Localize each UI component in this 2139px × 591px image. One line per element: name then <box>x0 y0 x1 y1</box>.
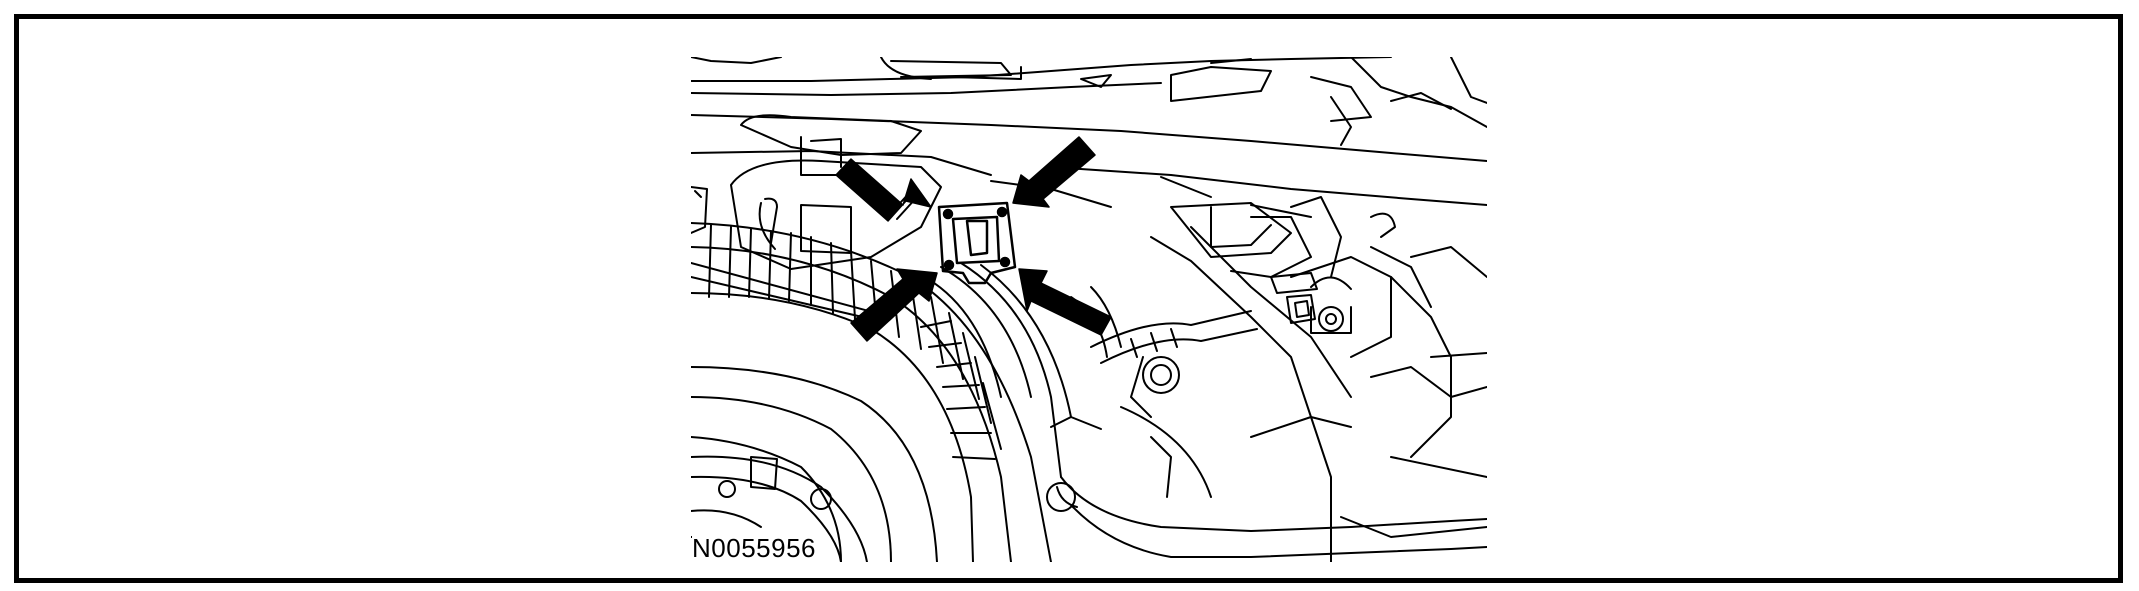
connector-bracket <box>937 201 1017 285</box>
hoses-and-lines <box>1046 286 1487 558</box>
arrow-lower-left <box>850 268 938 342</box>
right-mount-structure <box>1150 196 1487 562</box>
illustration <box>691 57 1487 562</box>
arrow-upper-right <box>1012 136 1096 208</box>
spare-tire <box>691 222 1072 562</box>
underbody-line-art <box>691 57 1487 562</box>
callout-arrows <box>835 136 1112 342</box>
left-bracket <box>691 114 942 270</box>
figure-frame: N0055956 <box>14 14 2123 583</box>
body-panel-lines <box>691 57 1487 128</box>
arrow-upper-left <box>835 158 932 222</box>
bolt-hardware <box>1270 272 1318 324</box>
arrow-lower-right <box>1018 268 1112 336</box>
figure-code: N0055956 <box>692 533 822 564</box>
